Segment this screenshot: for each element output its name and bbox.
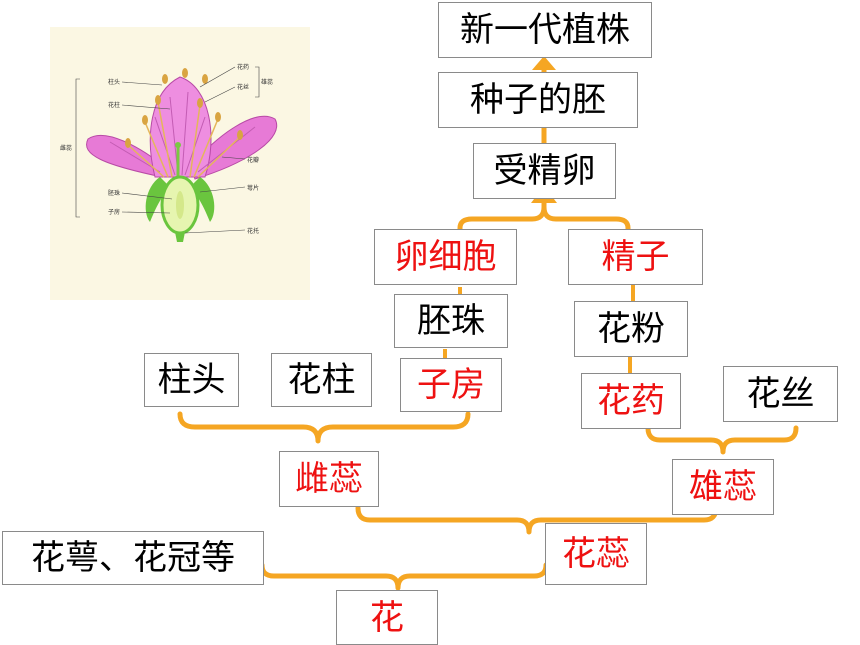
illustration-label-petal: 花瓣	[247, 156, 259, 164]
illustration-label-stigma: 柱头	[108, 78, 120, 86]
bracket-stamens-pistils	[355, 505, 719, 535]
illustration-label-filament: 花丝	[237, 83, 249, 91]
node-stamen: 雄蕊	[672, 459, 774, 515]
bracket-flower	[259, 562, 549, 591]
node-pollen: 花粉	[574, 301, 688, 357]
node-calyx-corolla: 花萼、花冠等	[2, 531, 264, 585]
illustration-label-pistil: 雌蕊	[60, 144, 72, 152]
illustration-label-style: 花柱	[108, 101, 120, 109]
illustration-label-receptacle: 花托	[247, 227, 259, 235]
illustration-label-ovary: 子房	[108, 208, 120, 216]
node-ovule: 胚珠	[394, 294, 508, 348]
node-flower: 花	[336, 590, 438, 645]
node-stigma: 柱头	[144, 353, 239, 407]
bracket-stamen	[645, 425, 799, 455]
flower-illustration: 柱头 花柱 雌蕊 胚珠 子房 花药 花丝 雄蕊 花瓣 萼片 花托	[50, 27, 310, 300]
flower-cross-section-icon: 柱头 花柱 雌蕊 胚珠 子房 花药 花丝 雄蕊 花瓣 萼片 花托	[50, 27, 310, 300]
node-pistil: 雌蕊	[279, 451, 379, 507]
illustration-label-stamen: 雄蕊	[261, 78, 273, 86]
node-ovary: 子房	[400, 358, 502, 412]
node-filament: 花丝	[723, 366, 838, 422]
bracket-pistil	[177, 411, 471, 444]
illustration-label-sepal: 萼片	[247, 184, 259, 192]
node-egg-cell: 卵细胞	[374, 229, 517, 285]
bracket-fertilization	[457, 195, 631, 233]
node-anther: 花药	[581, 373, 681, 429]
node-zygote: 受精卵	[473, 143, 616, 199]
arrowhead-plant	[532, 56, 556, 70]
node-embryo: 种子的胚	[438, 72, 638, 128]
node-sperm: 精子	[568, 229, 703, 285]
node-stamens-pistils: 花蕊	[545, 523, 647, 585]
node-style: 花柱	[271, 353, 372, 407]
illustration-label-ovule: 胚珠	[108, 189, 120, 197]
illustration-label-anther: 花药	[237, 63, 249, 71]
node-new-plant: 新一代植株	[438, 2, 652, 58]
